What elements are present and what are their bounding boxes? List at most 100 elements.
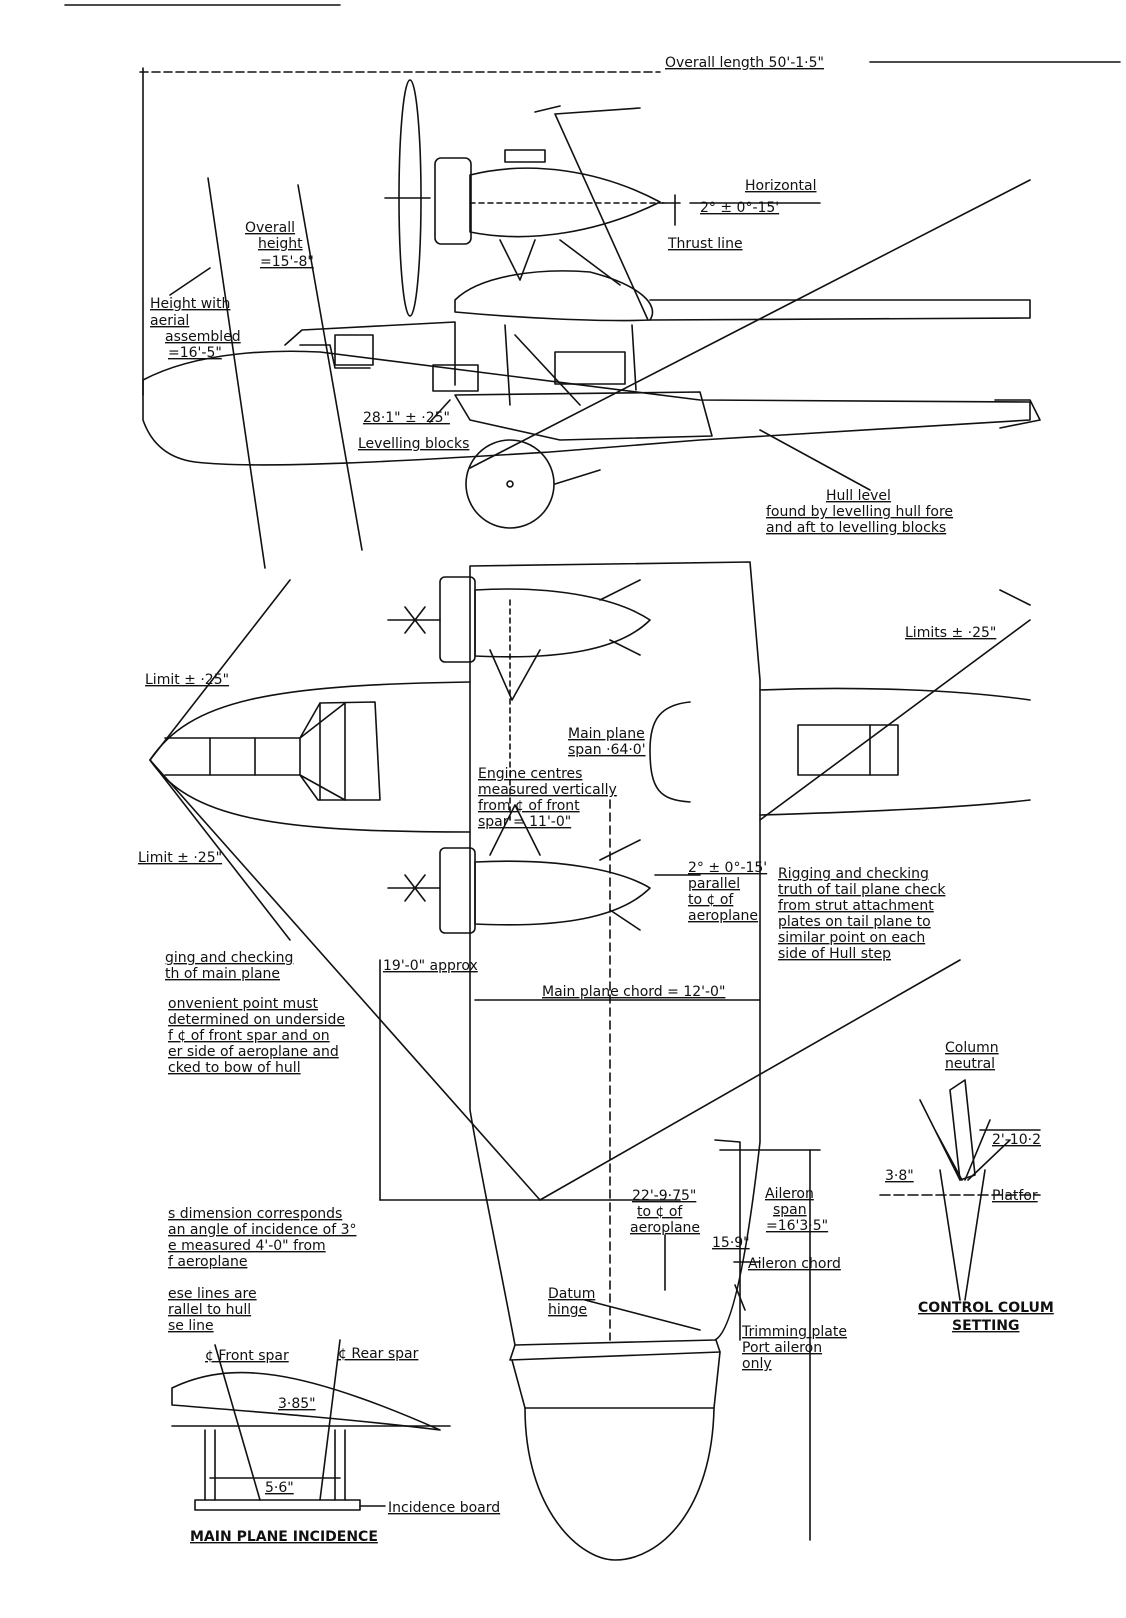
label-column-dim: 2'-10·2 xyxy=(992,1132,1041,1148)
label-span-1: Main plane xyxy=(568,726,645,742)
label-limit-top: Limit ± ·25" xyxy=(145,672,229,688)
label-hull-level-3: and aft to levelling blocks xyxy=(766,520,946,536)
label-incidence-board: Incidence board xyxy=(388,1500,500,1516)
side-elevation xyxy=(64,4,1121,569)
datum-leader xyxy=(584,1299,701,1331)
label-conv-4: er side of aeroplane and xyxy=(168,1044,339,1060)
label-dim-159: 15·9" xyxy=(712,1235,750,1251)
spar-leader-2 xyxy=(319,1339,341,1501)
label-datum-2: hinge xyxy=(548,1302,587,1318)
label-column-1: Column xyxy=(945,1040,999,1056)
label-aerial-3: assembled xyxy=(165,329,241,345)
cockpit-ribs xyxy=(209,702,346,801)
tip-join xyxy=(511,1351,721,1409)
label-engine-3: from ¢ of front xyxy=(478,798,580,814)
label-overall-height-2: height xyxy=(258,236,303,252)
label-aerial-1: Height with xyxy=(150,296,230,312)
cockpit-frame xyxy=(164,701,381,801)
engine-top-fitting xyxy=(504,149,546,163)
label-column-2: neutral xyxy=(945,1056,995,1072)
label-approx: 19'-0" approx xyxy=(383,958,478,974)
label-conv-5: cked to bow of hull xyxy=(168,1060,301,1076)
label-main-plane-incidence: MAIN PLANE INCIDENCE xyxy=(190,1529,378,1545)
label-limit-bottom: Limit ± ·25" xyxy=(138,850,222,866)
label-trim-1: Trimming plate xyxy=(741,1324,847,1340)
wheel-hub xyxy=(506,480,514,488)
aileron-tip xyxy=(524,1407,715,1561)
label-dimcorr-1: s dimension corresponds xyxy=(168,1206,342,1222)
label-front-spar: ¢ Front spar xyxy=(205,1348,289,1364)
label-tail-1: Rigging and checking xyxy=(778,866,929,882)
undercarriage-wheel xyxy=(465,439,555,529)
height-line-1 xyxy=(207,177,266,569)
strut-bottom xyxy=(489,804,641,931)
label-datum-1: Datum xyxy=(548,1286,595,1302)
label-conv-3: f ¢ of front spar and on xyxy=(168,1028,330,1044)
label-levelling-blocks: Levelling blocks xyxy=(358,436,469,452)
engine-cylinders xyxy=(434,157,472,245)
label-dim-38: 3·8" xyxy=(885,1168,914,1184)
label-lines-2: rallel to hull xyxy=(168,1302,251,1318)
plan-view xyxy=(149,561,1031,1561)
tailplane-root xyxy=(649,701,691,803)
label-aerial-4: =16'-5" xyxy=(168,345,222,361)
limit-line-top xyxy=(149,579,291,761)
prop-top xyxy=(387,606,441,634)
diag-main-1 xyxy=(149,759,541,1201)
front-support xyxy=(204,1429,216,1501)
label-aileron-chord: Aileron chord xyxy=(748,1256,841,1272)
cabin-window-1 xyxy=(334,334,374,366)
label-aileron-span-3: =16'3·5" xyxy=(766,1218,828,1234)
diag-tail xyxy=(759,619,1031,821)
engine-nacelle xyxy=(469,167,661,238)
label-rig-main-2: th of main plane xyxy=(165,966,280,982)
cabin xyxy=(284,321,456,386)
strut-top xyxy=(489,579,641,701)
label-engine-1: Engine centres xyxy=(478,766,582,782)
label-tail-2: truth of tail plane check xyxy=(778,882,946,898)
label-limits-right: Limits ± ·25" xyxy=(905,625,996,641)
levelling-block-box xyxy=(432,364,479,392)
control-column xyxy=(879,1079,1041,1301)
label-conv-1: onvenient point must xyxy=(168,996,318,1012)
height-line-2 xyxy=(297,184,363,551)
label-dim-56: 5·6" xyxy=(265,1480,294,1496)
sponson xyxy=(454,391,713,441)
diag-main-2 xyxy=(539,959,961,1201)
tailplane xyxy=(649,299,1031,321)
label-trim-2: Port aileron xyxy=(742,1340,822,1356)
incidence-diagram xyxy=(171,1339,451,1511)
label-tail-4: plates on tail plane to xyxy=(778,914,931,930)
label-engine-2: measured vertically xyxy=(478,782,617,798)
label-tail-3: from strut attachment xyxy=(778,898,934,914)
nacelle-plan-bottom xyxy=(474,860,651,926)
wing-root xyxy=(454,270,654,322)
label-thrust-angle: 2° ± 0°-15' xyxy=(700,200,779,216)
label-lines-1: ese lines are xyxy=(168,1286,257,1302)
label-dimcorr-3: e measured 4'-0" from xyxy=(168,1238,326,1254)
label-dim-22b: to ¢ of xyxy=(637,1204,683,1220)
label-ccs-1: CONTROL COLUM xyxy=(918,1300,1054,1316)
label-thrust-line: Thrust line xyxy=(667,236,743,252)
tail-end xyxy=(994,399,1041,429)
label-dimcorr-4: f aeroplane xyxy=(168,1254,247,1270)
tail-hatch xyxy=(797,724,899,776)
label-aerial-2: aerial xyxy=(150,313,189,329)
label-rear-spar: ¢ Rear spar xyxy=(338,1346,419,1362)
label-parallel-4: aeroplane xyxy=(688,908,758,924)
hull-level-leader xyxy=(759,429,871,491)
label-conv-2: determined on underside xyxy=(168,1012,345,1028)
column-setting-lines xyxy=(919,1099,1011,1301)
wheel-leg xyxy=(554,469,601,485)
incidence-board-rect xyxy=(194,1499,361,1511)
aileron xyxy=(714,1139,741,1341)
levelling-leader xyxy=(429,399,451,423)
label-engine-4: spar = 11'-0" xyxy=(478,814,571,830)
labels: Overall length 50'-1·5" Horizontal 2° ± … xyxy=(138,55,1054,1545)
aerial-leader xyxy=(169,267,211,296)
label-overall-height-1: Overall xyxy=(245,220,295,236)
label-ccs-2: SETTING xyxy=(952,1318,1019,1334)
label-levelling-dim: 28·1" ± ·25" xyxy=(363,410,450,426)
label-span-2: span ·64·0' xyxy=(568,742,646,758)
